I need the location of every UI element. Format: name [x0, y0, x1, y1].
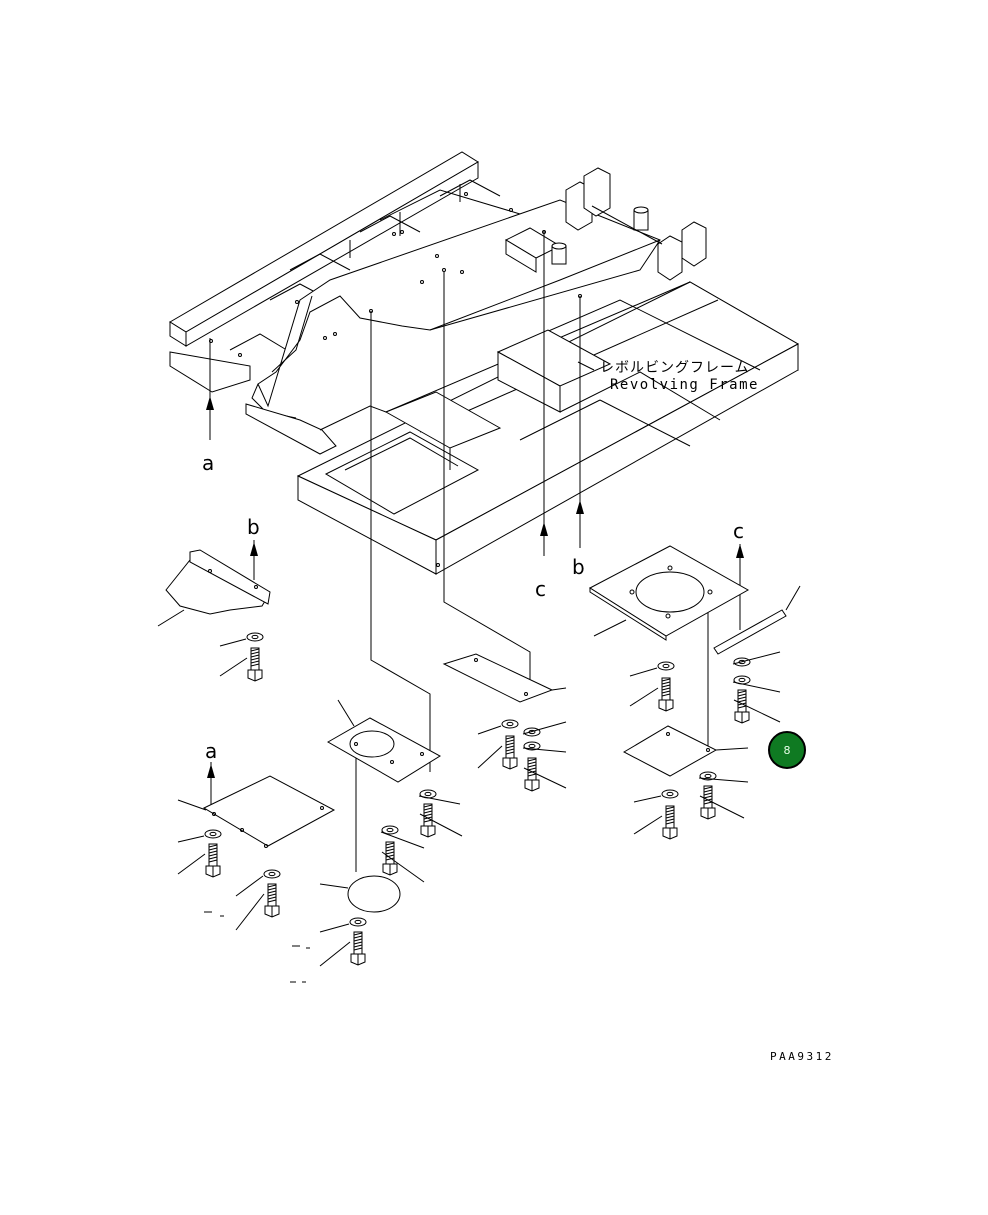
washer [319, 917, 367, 933]
cover-plate-a [177, 775, 336, 848]
bolt [629, 677, 674, 712]
bolt [319, 931, 366, 967]
frame-label: レボルビングフレーム Revolving Frame [577, 360, 759, 393]
bolt [177, 843, 221, 878]
reference-letters: a c b b a c [202, 451, 744, 763]
washer [522, 741, 567, 753]
washer [219, 632, 264, 647]
flange-plate [326, 699, 441, 783]
ref-a-top: a [202, 451, 214, 475]
washer [629, 661, 675, 677]
page-badge[interactable]: 8 [768, 731, 806, 769]
bolt [477, 735, 518, 770]
washer [477, 719, 519, 735]
bolt [523, 757, 567, 792]
washer [698, 771, 749, 783]
cover-plate-c [589, 545, 801, 655]
ref-a-left: a [205, 739, 217, 763]
washer [522, 721, 567, 737]
oval-cover [319, 875, 401, 913]
revolving-frame [169, 151, 800, 575]
washer [177, 829, 222, 843]
washer [732, 675, 781, 693]
bolt [419, 803, 463, 838]
bolt [235, 883, 280, 931]
curved-cover-b [157, 549, 271, 627]
ref-b-mid: b [572, 555, 585, 579]
bolt [633, 805, 678, 840]
frame-label-en: Revolving Frame [610, 377, 759, 393]
cover-plate-small-right [622, 725, 749, 777]
washer [235, 869, 281, 897]
frame-label-jp: レボルビングフレーム [600, 360, 750, 376]
washer [633, 789, 679, 803]
washer [732, 651, 781, 667]
washer [418, 789, 461, 805]
ref-b-left: b [247, 515, 260, 539]
ref-c-mid: c [535, 577, 546, 601]
fasteners [177, 632, 781, 983]
ref-c-right: c [733, 519, 744, 543]
bolt [699, 785, 745, 820]
drawing-code: PAA9312 [770, 1050, 834, 1063]
bolt [381, 841, 425, 883]
bolt [219, 647, 263, 682]
washer [380, 825, 425, 849]
bolt [733, 689, 781, 724]
reference-lines [206, 230, 744, 872]
cover-plate-center [442, 653, 567, 703]
